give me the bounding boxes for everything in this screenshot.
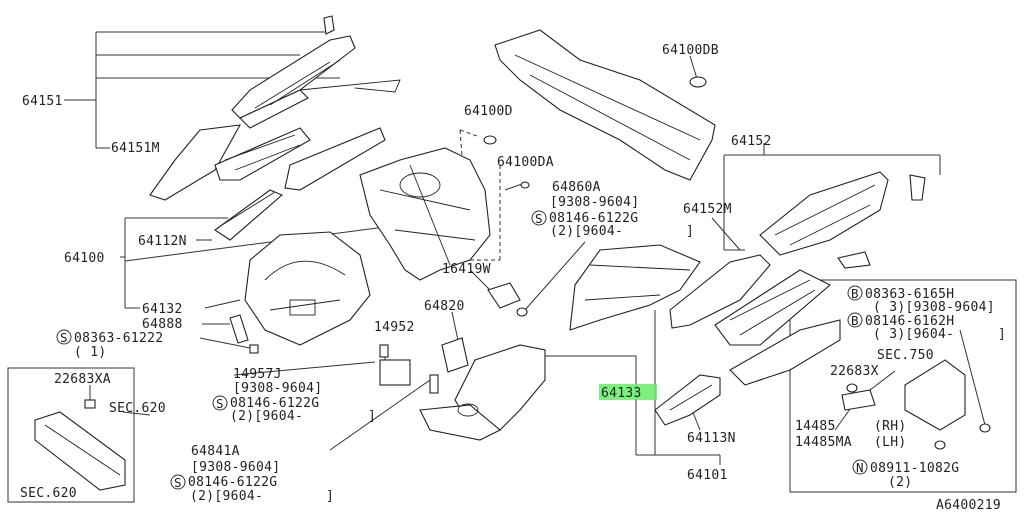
- part-16419W-clip: [487, 282, 528, 317]
- label-qty-3-9308-9604: ( 3)[9308-9604]: [873, 300, 995, 315]
- label-qty-3-9604: ( 3)[9604-: [873, 327, 954, 342]
- label-reference: A6400219: [936, 498, 1001, 512]
- highlight-64133: [599, 384, 657, 400]
- part-cowl-top-64100DB: [494, 29, 716, 181]
- label-bracket-b: ]: [368, 409, 376, 424]
- label-bracket-d: ]: [998, 327, 1006, 342]
- label-qty-2-9604-a: (2)[9604-: [550, 224, 623, 239]
- label-08146-6122G-b: 08146-6122G: [230, 396, 319, 411]
- label-qty-2-9604-c: (2)[9604-: [190, 489, 263, 504]
- symbols: S S S S B B N: [56, 210, 868, 490]
- label-64100D: 64100D: [464, 104, 513, 119]
- label-08363-61222: 08363-61222: [74, 331, 163, 346]
- label-64888: 64888: [142, 317, 183, 332]
- label-64151M: 64151M: [111, 141, 160, 156]
- part-64112N-lower-member: [214, 127, 386, 241]
- label-14485: 14485: [795, 419, 836, 434]
- part-64151-upper-member: [231, 15, 401, 129]
- label-64152M: 64152M: [683, 202, 732, 217]
- label-14485MA: 14485MA: [795, 435, 852, 450]
- label-lh: (LH): [874, 435, 907, 450]
- symbol-b: B: [851, 313, 859, 328]
- label-range-9308-9604-a: [9308-9604]: [550, 195, 639, 210]
- label-64100DA: 64100DA: [497, 155, 554, 170]
- part-22683XA-radiator-support: [34, 399, 126, 491]
- label-16419W: 16419W: [442, 262, 491, 277]
- label-14952: 14952: [374, 320, 415, 335]
- leader-lines: [7, 31, 1017, 503]
- label-qty-2: (2): [888, 475, 912, 490]
- label-64820: 64820: [424, 299, 465, 314]
- part-64888-bracket: [229, 314, 259, 354]
- symbol-s: S: [174, 475, 182, 490]
- label-08146-6122G-c: 08146-6122G: [188, 475, 277, 490]
- part-64151M-inner-member: [149, 124, 311, 201]
- label-64152: 64152: [731, 134, 772, 149]
- part-64132-wheelhouse: [244, 231, 371, 346]
- label-08146-6162H: 08146-6162H: [865, 314, 954, 329]
- part-64113N: [654, 374, 721, 426]
- part-64860A-cover: [569, 244, 701, 331]
- part-64100-hoodledge: [359, 147, 491, 281]
- label-sec620-b: SEC.620: [20, 486, 77, 501]
- symbol-s: S: [535, 211, 543, 226]
- label-08911-1082G: 08911-1082G: [870, 461, 959, 476]
- label-64133: 64133: [601, 386, 642, 401]
- part-64152M-front-member: [669, 254, 841, 386]
- part-64820-bracket: [441, 337, 469, 373]
- label-qty-1: ( 1): [74, 345, 107, 360]
- label-08363-6165H: 08363-6165H: [865, 287, 954, 302]
- label-22683XA: 22683XA: [54, 372, 111, 387]
- label-bracket-a: ]: [686, 224, 694, 239]
- symbol-s: S: [60, 330, 68, 345]
- part-caps-64100D: [483, 135, 530, 189]
- label-64841A: 64841A: [191, 444, 240, 459]
- label-64100DB: 64100DB: [662, 43, 719, 58]
- label-64100: 64100: [64, 251, 105, 266]
- symbol-s: S: [216, 396, 224, 411]
- symbol-b: B: [851, 286, 859, 301]
- label-sec620-a: SEC.620: [109, 401, 166, 416]
- label-22683X: 22683X: [830, 364, 879, 379]
- part-64152-side-member: [759, 171, 926, 269]
- labels: 64151 64151M 64112N 64100 64132 64888 08…: [20, 43, 1006, 512]
- label-sec750: SEC.750: [877, 348, 934, 363]
- symbol-n: N: [856, 460, 864, 475]
- label-rh: (RH): [874, 419, 907, 434]
- label-64101: 64101: [687, 468, 728, 483]
- label-64151: 64151: [22, 94, 63, 109]
- label-range-9308-9604-b: [9308-9604]: [233, 381, 322, 396]
- label-64113N: 64113N: [687, 431, 736, 446]
- part-sec750-bracket: [841, 359, 991, 450]
- label-bracket-c: ]: [326, 489, 334, 504]
- label-14957J: 14957J: [233, 367, 282, 382]
- label-range-9308-9604-c: [9308-9604]: [191, 460, 280, 475]
- label-qty-2-9604-b: (2)[9604-: [230, 409, 303, 424]
- label-08146-6122G-a: 08146-6122G: [549, 211, 638, 226]
- label-64132: 64132: [142, 302, 183, 317]
- label-64112N: 64112N: [138, 234, 187, 249]
- label-64860A: 64860A: [552, 180, 601, 195]
- part-14952-bracket: [379, 344, 439, 394]
- part-64133-apron: [419, 344, 546, 441]
